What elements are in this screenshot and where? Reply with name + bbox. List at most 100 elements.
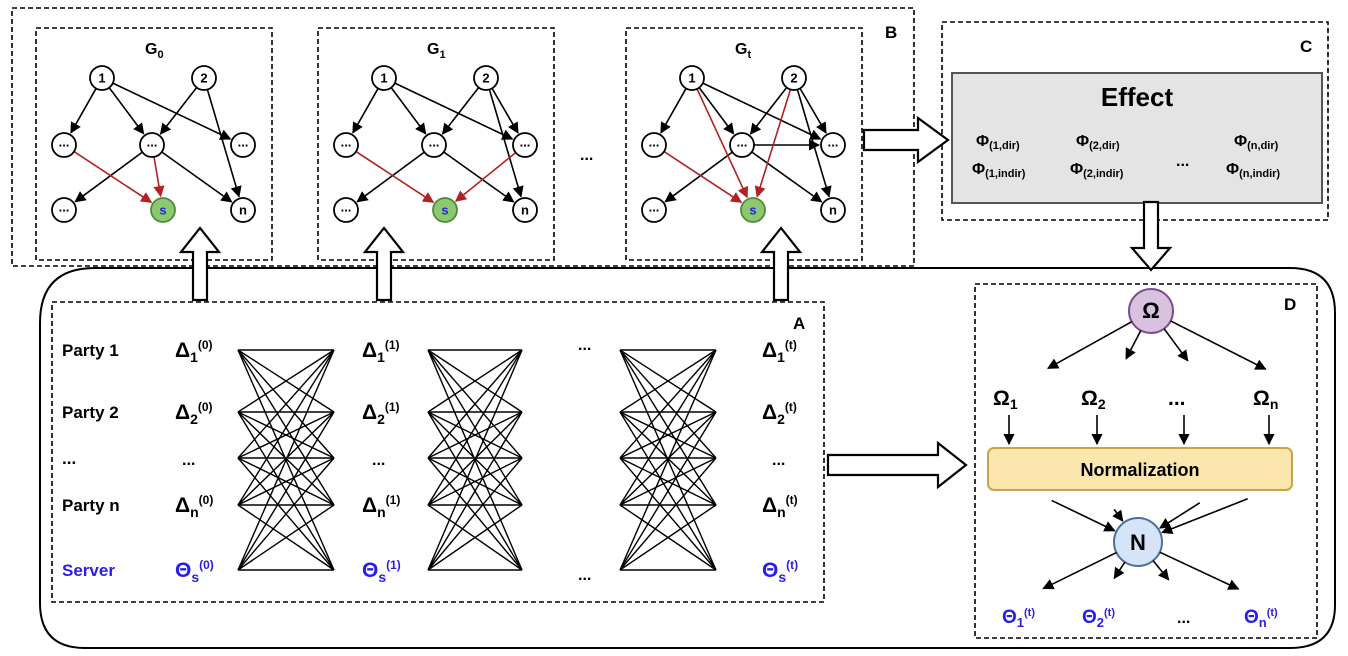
output-item-0: Θ1(t) [1002,607,1035,630]
party-symbol-0-1: Δ1(1) [362,338,400,365]
effect-phi-2-indir: Φ(2,indir) [1070,161,1124,180]
graph-2-red-edge-2 [663,150,743,203]
graph-1-edge-4 [488,89,524,198]
lattice-0-3-0 [237,349,335,506]
arrow-b-to-c [862,115,950,165]
graph-1-edge-0 [352,88,379,134]
main-rounded-frame [39,267,1336,649]
party-label-3: Party n [62,496,120,515]
party-symbol-1-1: Δ2(1) [362,400,400,427]
normalization-label: Normalization [1080,460,1199,480]
omega-item-3: Ωn [1253,387,1278,412]
lattice-2-3-0 [619,349,717,506]
graph-2-node-label-s: s [749,203,756,218]
graph-0-node-label-m: ... [147,135,158,150]
panel-c-box [941,21,1329,221]
party-symbol-2-2: ... [772,452,785,469]
omega-edge-2 [1163,328,1189,362]
arrow-c-to-d [1129,200,1173,272]
omega-edge-0 [1046,320,1133,370]
lattice-2-4-1 [619,411,717,571]
n-out-edge-2 [1152,560,1170,581]
graph-2-node-r [820,132,846,158]
lattice-1-4-2 [427,457,523,571]
party-symbol-2-1: ... [372,452,385,469]
effect-phi-n-indir: Φ(n,indir) [1226,161,1280,180]
graph-1-red-edge-0 [355,150,435,203]
panel-d-letter: D [1284,295,1296,314]
omega-edge-3 [1170,320,1267,370]
lattice-1-1-0 [427,349,523,413]
omega-node-label: Ω [1142,298,1160,323]
effect-phi-1-indir: Φ(1,indir) [972,161,1026,180]
graph-title-1: G1 [427,41,446,61]
panel-a-box [51,301,825,603]
graph-2-edge-3 [749,86,788,135]
graph-2-node-label-bl: ... [649,200,660,215]
graph-2-node-bn [820,197,846,223]
graph-2-red-edge-1 [754,89,792,198]
panel-a-letter: A [793,314,805,333]
graph-0-node-label-bl: ... [59,200,70,215]
lattice-1-2-0 [427,349,523,459]
graph-2-node-n1 [679,65,705,91]
graph-1-node-s [432,197,458,223]
graph-1-edge-7 [491,87,519,134]
lattice-0-3-2 [237,457,335,506]
party-symbol-4-1: Θs(1) [362,558,401,585]
lattice-1-3-2 [427,457,523,506]
party-symbol-3-0: Δn(0) [175,493,213,520]
graph-title-t: Gt [735,41,751,61]
n-out-edge-0 [1042,551,1117,590]
graph-box-0 [35,27,273,261]
graph-0-node-bn [230,197,256,223]
graph-0-red-edge-0 [73,150,153,203]
graph-0-node-label-s: s [159,203,166,218]
graph-0-node-label-r: ... [238,135,249,150]
graph-2-node-label-n2: 2 [790,71,797,86]
graph-0-node-bl [51,197,77,223]
party-symbol-0-0: Δ1(0) [175,338,213,365]
step-ellipsis-0: ... [578,337,591,354]
graph-box-1 [317,27,555,261]
omega-edge-1 [1125,330,1142,360]
graph-2-node-label-l: ... [649,135,660,150]
arrow-a-to-d [826,440,968,490]
output-item-1: Θ2(t) [1082,607,1115,630]
omega-item-2: ... [1168,387,1186,410]
graph-2-edge-2 [702,82,822,140]
party-symbol-2-0: ... [182,452,195,469]
graph-2-node-label-bn: n [829,203,837,218]
party-symbol-3-1: Δn(1) [362,493,400,520]
effect-box [951,72,1323,204]
lattice-0-2-1 [237,411,335,459]
graph-1-node-n1 [371,65,397,91]
effect-phi-1-dir: Φ(1,dir) [976,133,1020,152]
norm-to-n-edge-3 [1161,498,1248,534]
graph-0-node-n1 [89,65,115,91]
graph-1-edge-6 [443,151,515,203]
graph-2-node-label-n1: 1 [688,71,695,86]
graph-0-edge-0 [70,88,97,134]
graph-1-edge-3 [441,86,480,135]
effect-ellipsis: ... [1176,153,1189,170]
output-item-3: Θn(t) [1244,607,1278,630]
graph-1-node-r [512,132,538,158]
graph-0-node-m [139,132,165,158]
party-label-1: Party 2 [62,403,119,422]
graph-2-node-label-m: ... [737,135,748,150]
graph-0-node-label-n2: 2 [200,71,207,86]
lattice-0-1-0 [237,349,335,413]
panel-b-letter: B [885,23,897,42]
effect-title: Effect [1101,82,1174,112]
lattice-layer [237,349,717,571]
graph-0-node-n2 [191,65,217,91]
graph-1-node-label-bn: n [521,203,529,218]
lattice-1-4-3 [427,504,523,571]
panel-c-letter: C [1300,37,1312,56]
graph-0-edge-5 [74,151,143,203]
graph-1-node-label-s: s [441,203,448,218]
